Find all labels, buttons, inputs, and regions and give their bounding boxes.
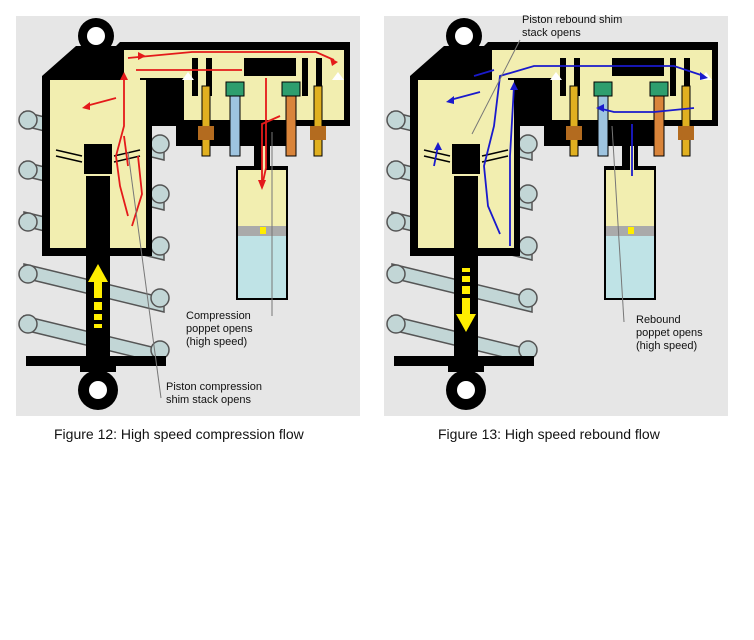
rebound-flow <box>433 65 705 246</box>
label-line: (high speed) <box>186 336 248 348</box>
rebound-shim-label: Piston rebound shim stack opens <box>522 14 622 40</box>
label-line: (high speed) <box>636 340 698 352</box>
rebound-poppet-label: Rebound poppet opens (high speed) <box>636 314 703 353</box>
label-line: Piston compression <box>166 381 262 393</box>
label-line: shim stack opens <box>166 394 251 406</box>
flow-arrowheads <box>82 52 338 190</box>
label-line: poppet opens <box>636 327 703 339</box>
label-line: Piston rebound shim <box>522 14 623 26</box>
reservoir-gas <box>238 236 286 298</box>
flow-arrowheads <box>434 72 708 150</box>
label-line: Compression <box>186 310 251 322</box>
figure-rebound <box>384 16 728 416</box>
compression-poppet-label: Compression poppet opens (high speed) <box>186 310 253 349</box>
piston <box>84 144 112 174</box>
spring-valve <box>593 81 669 97</box>
valve-block-walls <box>192 58 322 96</box>
compression-shim-label: Piston compression shim stack opens <box>166 381 262 407</box>
reservoir-gas <box>606 236 654 298</box>
bottom-mount <box>26 356 166 372</box>
shim-leader-line <box>127 151 162 399</box>
label-line: stack opens <box>522 27 581 39</box>
bottom-mount <box>394 356 534 372</box>
shim-leader-line <box>471 39 521 135</box>
valve-block-walls <box>560 58 690 96</box>
figure-compression <box>16 16 360 416</box>
spring-valve <box>225 81 301 97</box>
reservoir-oil <box>606 170 654 226</box>
compression-diagram <box>18 18 350 410</box>
figure-12-caption: Figure 12: High speed compression flow <box>54 426 304 442</box>
rebound-diagram <box>386 18 718 410</box>
figure-13-caption: Figure 13: High speed rebound flow <box>438 426 660 442</box>
poppet-leader-line <box>611 125 625 323</box>
direction-arrow <box>456 268 476 332</box>
piston <box>452 144 480 174</box>
direction-arrow <box>88 264 108 328</box>
label-line: poppet opens <box>186 323 253 335</box>
label-line: Rebound <box>636 314 681 326</box>
valve-poppet <box>566 85 694 157</box>
valve-poppet <box>198 85 326 157</box>
